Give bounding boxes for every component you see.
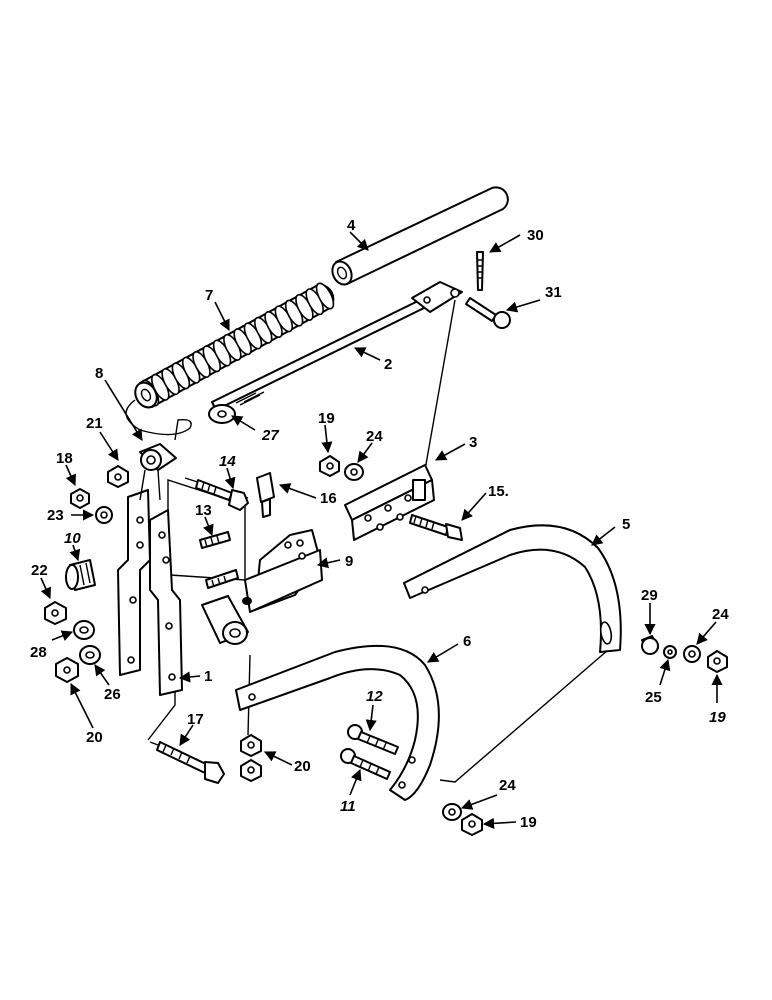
callout-13: 13 xyxy=(195,502,212,519)
nut-part-19-right xyxy=(707,650,728,673)
washer-part-28 xyxy=(73,620,95,640)
bracket-part-9 xyxy=(242,529,323,613)
nut-part-20-left xyxy=(55,657,79,683)
callout-18: 18 xyxy=(56,450,73,467)
callout-29: 29 xyxy=(641,587,658,604)
callout-5: 5 xyxy=(622,516,630,533)
bushing-part-9-tube xyxy=(201,595,249,645)
bolt-part-13 xyxy=(199,531,239,589)
nut-part-20-bottom xyxy=(240,734,262,782)
callout-19-upper: 19 xyxy=(318,410,335,427)
callout-25: 25 xyxy=(645,689,662,706)
spring-part-7 xyxy=(134,282,335,409)
callout-30: 30 xyxy=(527,227,544,244)
callout-24-right: 24 xyxy=(712,606,729,623)
callout-8: 8 xyxy=(95,365,103,382)
nut-part-22 xyxy=(44,601,67,625)
mount-plate-part-1 xyxy=(117,489,183,696)
callout-12: 12 xyxy=(366,688,383,705)
callout-labels: 1 2 3 4 5 6 7 8 9 10 11 12 13 14 15. 16 … xyxy=(30,217,729,831)
shank-part-6 xyxy=(235,644,440,801)
callout-11: 11 xyxy=(340,798,356,815)
tube-part-4 xyxy=(331,186,509,286)
callout-16: 16 xyxy=(320,490,337,507)
bolt-part-17 xyxy=(156,741,225,784)
callout-27: 27 xyxy=(261,427,279,444)
callout-17: 17 xyxy=(187,711,204,728)
washer-part-24-right xyxy=(683,645,701,663)
rod-part-2 xyxy=(208,281,463,424)
washer-part-26 xyxy=(79,645,101,665)
shank-part-5 xyxy=(403,524,622,653)
spring-coil xyxy=(315,282,335,310)
rocker-part-8 xyxy=(139,443,177,501)
callout-6: 6 xyxy=(463,633,471,650)
callout-15: 15. xyxy=(488,483,509,500)
nut-part-19-upper xyxy=(319,455,340,477)
callout-22: 22 xyxy=(31,562,48,579)
bolt-part-11 xyxy=(340,748,391,780)
bracket-part-3 xyxy=(344,464,435,541)
bolt-part-16 xyxy=(256,472,275,518)
callout-24-upper: 24 xyxy=(366,428,383,445)
callout-10: 10 xyxy=(64,530,81,547)
washer-part-24-upper xyxy=(344,463,364,481)
callout-24-bottom: 24 xyxy=(499,777,516,794)
callout-31: 31 xyxy=(545,284,562,301)
spacer-part-10 xyxy=(65,559,96,591)
callout-19-right: 19 xyxy=(709,709,726,726)
bolt-part-15 xyxy=(409,514,463,541)
pin-part-31 xyxy=(465,297,511,329)
callout-4: 4 xyxy=(347,217,356,234)
nut-part-19-bottom xyxy=(461,813,483,836)
callout-23: 23 xyxy=(47,507,64,524)
callout-26: 26 xyxy=(104,686,121,703)
callout-19-bottom: 19 xyxy=(520,814,537,831)
bolt-part-30 xyxy=(476,251,484,291)
callout-14: 14 xyxy=(219,453,236,470)
callout-2: 2 xyxy=(384,356,392,373)
callout-28: 28 xyxy=(30,644,47,661)
callout-9: 9 xyxy=(345,553,353,570)
callout-20-left: 20 xyxy=(86,729,103,746)
bolt-part-12 xyxy=(347,724,399,755)
spacer-part-29 xyxy=(641,635,659,655)
washer-part-25 xyxy=(663,645,677,659)
nut-part-21 xyxy=(107,465,129,488)
callout-20-bottom: 20 xyxy=(294,758,311,775)
callout-21: 21 xyxy=(86,415,103,432)
callout-1: 1 xyxy=(204,668,212,685)
callout-3: 3 xyxy=(469,434,477,451)
bolt-part-14 xyxy=(195,479,249,511)
callout-7: 7 xyxy=(205,287,213,304)
leader-arrows xyxy=(40,231,723,829)
nut-part-18 xyxy=(70,488,90,509)
washer-part-24-bottom xyxy=(442,803,462,821)
washer-part-23 xyxy=(95,506,113,524)
